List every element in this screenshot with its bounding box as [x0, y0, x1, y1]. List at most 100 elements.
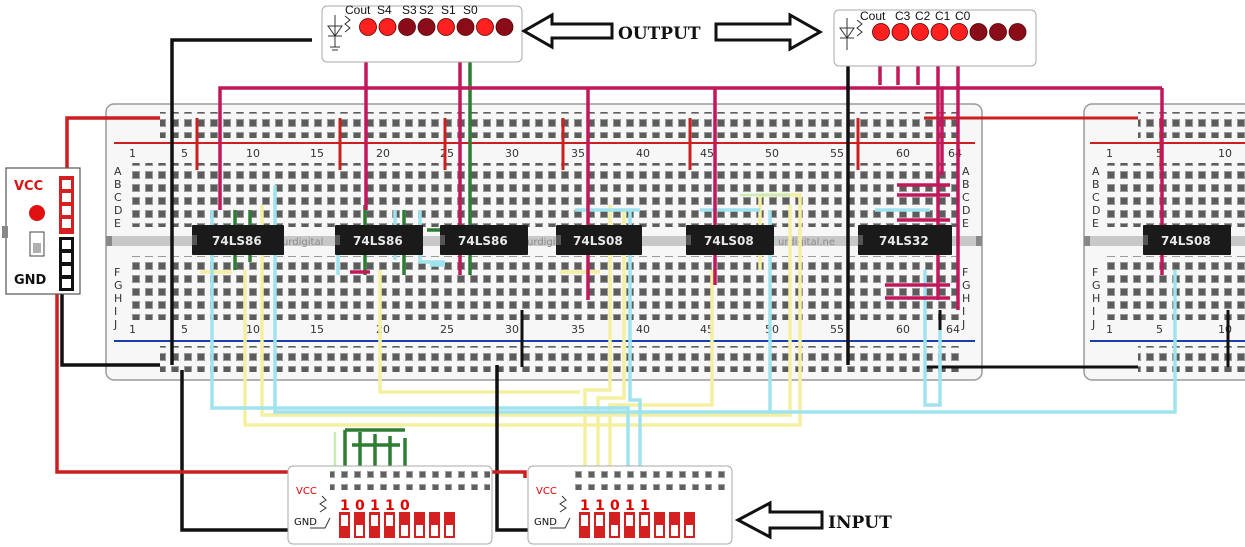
row-letter: A [114, 165, 122, 178]
output-label: OUTPUT [618, 24, 701, 44]
column-number: 30 [505, 147, 519, 160]
column-number: 15 [310, 147, 324, 160]
output-label-right: Cout [860, 9, 886, 23]
led-indicator [911, 23, 929, 41]
input-bit: 1 [580, 498, 590, 514]
output-label-left: S1 [441, 3, 456, 17]
led-indicator [476, 18, 494, 36]
input-bit: 1 [385, 498, 395, 514]
row-letter: J [961, 318, 965, 331]
input-wires-cyan [210, 185, 1177, 480]
column-number: 50 [765, 323, 779, 336]
input-bit: 1 [370, 498, 380, 514]
input-bit: 0 [400, 498, 410, 514]
breadboard-labels: 1155101015152020252530303535404045455050… [113, 147, 971, 336]
row-letter: F [114, 266, 120, 279]
row-letter: J [1091, 318, 1095, 331]
row-letter: A [962, 165, 970, 178]
input-bit: 0 [355, 498, 365, 514]
column-number: 1 [1106, 147, 1113, 160]
rail-jumpers [195, 116, 1230, 369]
row-letter: H [962, 292, 970, 305]
column-number: 35 [571, 147, 585, 160]
input-bit: 1 [640, 498, 650, 514]
output-arrow: OUTPUT [520, 12, 824, 52]
led-indicator [456, 18, 475, 36]
column-number: 10 [1218, 147, 1232, 160]
column-number: 35 [571, 323, 585, 336]
watermark-text: urdigital [527, 237, 568, 248]
input-label: INPUT [828, 513, 892, 533]
chip-label: 74LS32 [879, 234, 929, 248]
chip-label: 74LS08 [573, 234, 623, 248]
output-label-left: S4 [377, 3, 392, 17]
row-letter: B [962, 178, 970, 191]
chip-u7: 74LS08 [1143, 225, 1231, 255]
row-letter: C [962, 191, 970, 204]
column-number: 5 [1156, 323, 1163, 336]
led-indicator [417, 18, 436, 36]
chip-label: 74LS86 [458, 234, 508, 248]
input-left-gnd: GND [294, 517, 317, 528]
chip-u4: 74LS08 [556, 225, 642, 255]
output-label-right: C3 [895, 9, 911, 23]
column-number: 64 [948, 147, 962, 160]
upper-terminal-strip [128, 163, 960, 227]
power-supply[interactable]: VCC GND [2, 167, 81, 295]
led-indicator [398, 18, 416, 36]
column-number: 55 [830, 323, 844, 336]
top-power-rail [160, 112, 960, 138]
input-bit: 1 [340, 498, 350, 514]
led-indicator [437, 18, 455, 36]
input-bit: 0 [610, 498, 620, 514]
column-number: 10 [246, 323, 260, 336]
row-letter: D [962, 204, 970, 217]
led-indicator [969, 23, 988, 41]
led-indicator [872, 23, 890, 41]
column-number: 64 [946, 323, 960, 336]
chip-label: 74LS86 [353, 234, 403, 248]
chip-u6: 74LS32 [858, 225, 952, 255]
led-indicator [495, 18, 514, 36]
row-letter: E [1092, 217, 1099, 230]
chip-u1: 74LS86 [192, 225, 284, 255]
led-indicator [378, 18, 397, 36]
output-label-right: C0 [955, 9, 971, 23]
chip-u5: 74LS08 [686, 225, 774, 255]
ic-chips: 74LS86 74LS86 74LS86 74LS08 74LS08 74LS32 74LS… [192, 225, 1231, 255]
row-letter: J [113, 318, 117, 331]
column-number: 5 [181, 147, 188, 160]
row-letter: B [1092, 178, 1100, 191]
output-wires-magenta [218, 45, 1164, 310]
row-letter: E [114, 217, 121, 230]
column-number: 55 [830, 147, 844, 160]
column-number: 1 [1106, 323, 1113, 336]
row-letter: H [114, 292, 122, 305]
column-number: 30 [505, 323, 519, 336]
input-right-vcc: VCC [536, 486, 557, 497]
row-letter: D [1092, 204, 1100, 217]
row-letter: H [1092, 292, 1100, 305]
chip-u2: 74LS86 [335, 225, 423, 255]
row-letter: I [114, 305, 117, 318]
input-left-vcc: VCC [296, 486, 317, 497]
row-letter: B [114, 178, 122, 191]
bottom-power-rail [160, 346, 960, 372]
output-label-left: S0 [463, 3, 478, 17]
led-indicator [930, 23, 949, 41]
column-number: 20 [376, 147, 390, 160]
power-led [29, 205, 45, 221]
row-letter: A [1092, 165, 1100, 178]
column-number: 10 [1218, 323, 1232, 336]
column-number: 15 [310, 323, 324, 336]
column-number: 20 [376, 323, 390, 336]
input-arrow: INPUT [734, 500, 892, 540]
input-right-gnd: GND [534, 517, 557, 528]
led-indicator [359, 18, 377, 36]
watermark-text: urdigital.ne [778, 237, 835, 248]
